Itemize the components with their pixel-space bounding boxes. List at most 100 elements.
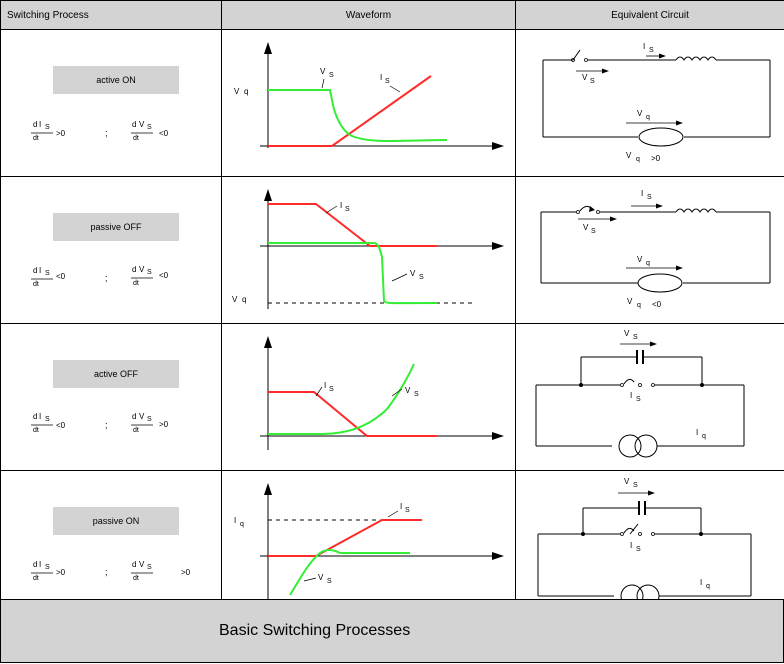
header-waveform: Waveform	[221, 0, 516, 30]
vq-cond-label: V	[626, 151, 632, 160]
formula-v: V	[139, 265, 145, 274]
waveform-active-off: I S V S	[260, 336, 504, 450]
formula-d: d	[33, 120, 37, 129]
formula-d: d	[33, 266, 37, 275]
formula-sign2: <0	[159, 271, 169, 280]
process-label: active ON	[53, 66, 179, 94]
formula-sep: ;	[105, 273, 108, 283]
is-sub: S	[405, 507, 410, 514]
voltage-curve	[289, 549, 410, 596]
circuit-active-off: V S I S I q	[535, 329, 745, 458]
voltage-curve	[268, 89, 448, 142]
waveform-cell: V q V S I S	[221, 29, 516, 177]
formula-i: I	[39, 412, 41, 421]
row-passive-on: passive ON d I S dt >0 ; d V S dt	[0, 470, 784, 618]
is-sub: S	[647, 194, 652, 201]
formula-i: I	[39, 266, 41, 275]
footer-caption: Basic Switching Processes	[219, 622, 411, 639]
iq-sub: q	[240, 521, 244, 528]
iq-label: I	[234, 516, 236, 525]
vs-label: V	[318, 573, 324, 582]
vs-sub: S	[633, 334, 638, 341]
vq-cond-sign: >0	[651, 154, 661, 163]
formula-dt: dt	[33, 135, 39, 142]
current-curve	[268, 203, 437, 247]
formula-dt2: dt	[133, 427, 139, 434]
voltage-curve	[268, 242, 438, 305]
vq-label: V	[637, 255, 643, 264]
circuit-passive-off: V S I S V q V q <0	[540, 189, 771, 309]
switching-table: Switching Process Waveform Equivalent Ci…	[0, 0, 784, 618]
vs-sub: S	[414, 391, 419, 398]
formula-sign2: >0	[181, 568, 191, 577]
vs-label: V	[320, 67, 326, 76]
formula-s: S	[45, 124, 50, 131]
vs-sub: S	[591, 228, 596, 235]
vs-label: V	[583, 223, 589, 232]
formula-sep: ;	[105, 567, 108, 577]
formula-s2: S	[147, 124, 152, 131]
vq-cond-label: V	[627, 297, 633, 306]
process-label: active OFF	[53, 360, 179, 388]
formula-dt: dt	[33, 427, 39, 434]
header-row: Switching Process Waveform Equivalent Ci…	[0, 0, 784, 30]
iq-label: I	[696, 428, 698, 437]
footer-caption-bar: Basic Switching Processes	[0, 599, 784, 663]
iq-label: I	[700, 578, 702, 587]
vs-sub: S	[327, 578, 332, 585]
formula-dt2: dt	[133, 280, 139, 287]
circuit-cell: V S I S I q	[515, 323, 784, 471]
waveform-passive-off: V q I S V S	[232, 189, 504, 309]
waveform-cell: V q I S V S	[221, 176, 516, 324]
formula-sign2: <0	[159, 129, 169, 138]
vq-cond-sign: <0	[652, 300, 662, 309]
vs-sub: S	[419, 274, 424, 281]
formula-i: I	[39, 560, 41, 569]
row-active-off: active OFF d I S dt <0 ; d V S dt	[0, 323, 784, 471]
circuit-active-on: V S I S V q V q >0	[542, 42, 771, 163]
formula-d2: d	[132, 265, 136, 274]
formula-v: V	[139, 120, 145, 129]
formula-d: d	[33, 412, 37, 421]
formula-s: S	[45, 416, 50, 423]
vq-sub: q	[242, 295, 246, 304]
process-label: passive ON	[53, 507, 179, 535]
formula-d2: d	[132, 560, 136, 569]
is-sub: S	[385, 78, 390, 85]
formula-i: I	[39, 120, 41, 129]
process-cell: passive OFF d I S dt <0 ; d V S dt	[0, 176, 222, 324]
vq-sub: q	[646, 114, 650, 121]
is-label: I	[643, 42, 645, 51]
is-sub: S	[636, 546, 641, 553]
vq-label: V	[232, 295, 238, 304]
process-cell: active OFF d I S dt <0 ; d V S dt	[0, 323, 222, 471]
formula-d2: d	[132, 120, 136, 129]
formula-sign1: >0	[56, 129, 66, 138]
formula-dt2: dt	[133, 575, 139, 582]
vq-sub: q	[244, 87, 248, 96]
vq-label: V	[637, 109, 643, 118]
vs-sub: S	[329, 72, 334, 79]
derivative-formula: d I S dt <0 ; d V S dt >0	[31, 412, 169, 434]
formula-dt2: dt	[133, 135, 139, 142]
current-curve	[268, 391, 437, 437]
vs-label: V	[410, 269, 416, 278]
is-sub: S	[345, 206, 350, 213]
formula-v: V	[139, 560, 145, 569]
circuit-passive-on: V S I S I q	[537, 477, 752, 608]
header-equivalent-circuit: Equivalent Circuit	[515, 0, 784, 30]
vs-sub: S	[590, 78, 595, 85]
vs-label: V	[405, 386, 411, 395]
derivative-formula: d I S dt >0 ; d V S dt <0	[31, 120, 169, 142]
vq-cond-sub: q	[637, 302, 641, 309]
process-cell: active ON d I S dt >0 ; d V S dt	[0, 29, 222, 177]
formula-s2: S	[147, 564, 152, 571]
formula-d: d	[33, 560, 37, 569]
vs-label: V	[624, 477, 630, 486]
formula-sign1: <0	[56, 421, 66, 430]
waveform-cell: I q I S V S	[221, 470, 516, 618]
voltage-curve	[268, 363, 415, 435]
derivative-formula: d I S dt <0 ; d V S dt <0	[31, 265, 169, 288]
formula-dt: dt	[33, 575, 39, 582]
derivative-formula: d I S dt >0 ; d V S dt >0	[31, 560, 191, 582]
